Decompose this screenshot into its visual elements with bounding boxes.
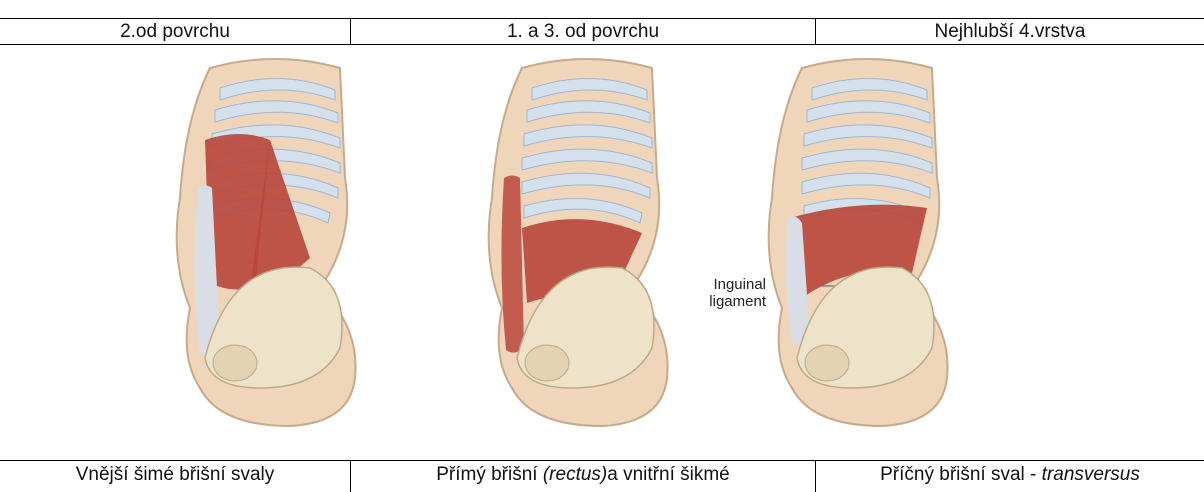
footer-col2-text-pre: Přímý břišní bbox=[436, 464, 543, 485]
label-line-2: ligament bbox=[700, 293, 766, 310]
footer-cell-external-oblique: Vnější šimé břišní svaly bbox=[0, 464, 350, 492]
header-cell-superficial-1-3: 1. a 3. od povrchu bbox=[351, 21, 815, 43]
header-cell-superficial-2: 2.od povrchu bbox=[0, 21, 350, 43]
header-bottom-rule bbox=[0, 44, 1204, 45]
footer-col2-text-italic: (rectus) bbox=[543, 464, 607, 485]
label-line-1: Inguinal bbox=[700, 276, 766, 293]
inguinal-ligament-label: Inguinal ligament bbox=[700, 276, 766, 310]
header-cell-deepest-4: Nejhlubší 4.vrstva bbox=[816, 21, 1204, 43]
footer-cell-rectus-internal-oblique: Přímý břišní (rectus)a vnitřní šikmé bbox=[351, 464, 815, 492]
footer-cell-transversus: Příčný břišní sval - transversus bbox=[816, 464, 1204, 492]
footer-top-rule bbox=[0, 460, 1204, 461]
footer-col3-text-italic: transversus bbox=[1042, 464, 1140, 485]
footer-col3-text-pre: Příčný břišní sval - bbox=[880, 464, 1042, 485]
figure-rectus-internal-oblique bbox=[462, 58, 702, 428]
figure-external-oblique bbox=[150, 58, 390, 428]
figure-transversus bbox=[742, 58, 982, 428]
table-top-rule bbox=[0, 18, 1204, 19]
footer-col2-text-post: a vnitřní šikmé bbox=[607, 464, 729, 485]
